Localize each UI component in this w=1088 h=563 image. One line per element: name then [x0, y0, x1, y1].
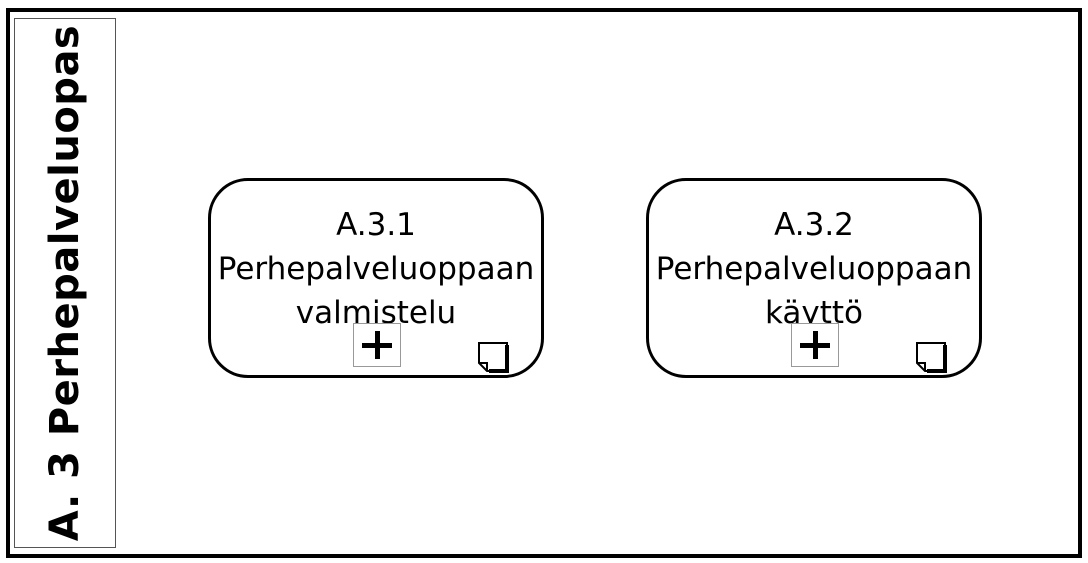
- task-a-3-2[interactable]: A.3.2 Perhepalveluoppaan käyttö: [646, 178, 982, 378]
- lane-header: A. 3 Perhepalveluopas: [14, 18, 116, 548]
- subprocess-plus-icon[interactable]: [791, 323, 839, 367]
- task-text: A.3.2 Perhepalveluoppaan käyttö: [649, 203, 979, 335]
- task-title-line1: Perhepalveluoppaan: [217, 251, 535, 287]
- document-icon[interactable]: [915, 341, 947, 373]
- document-icon[interactable]: [477, 341, 509, 373]
- task-text: A.3.1 Perhepalveluoppaan valmistelu: [211, 203, 541, 335]
- task-id: A.3.1: [336, 207, 416, 243]
- task-title-line1: Perhepalveluoppaan: [655, 251, 973, 287]
- lane-label: A. 3 Perhepalveluopas: [42, 24, 88, 542]
- task-id: A.3.2: [774, 207, 854, 243]
- subprocess-plus-icon[interactable]: [353, 323, 401, 367]
- task-a-3-1[interactable]: A.3.1 Perhepalveluoppaan valmistelu: [208, 178, 544, 378]
